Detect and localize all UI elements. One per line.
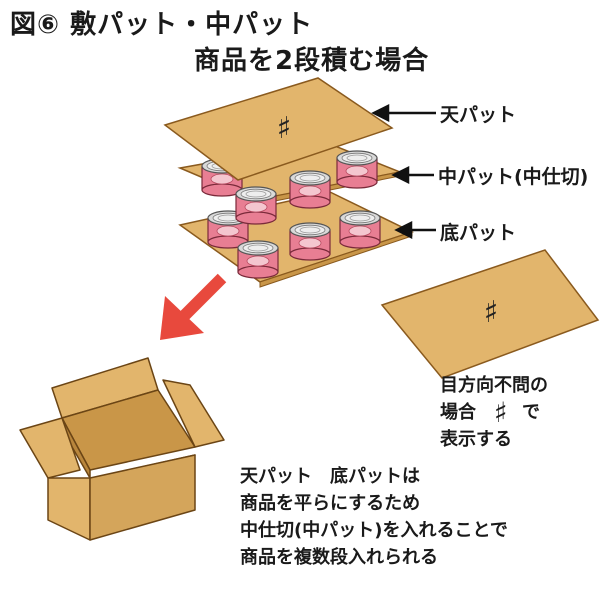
loose-pad [380,249,600,379]
middle-pad-label: 中パット(中仕切) [438,166,589,188]
can [237,240,279,279]
can [336,150,378,189]
explanation-line: 商品を複数段入れられる [240,547,438,568]
sharp-symbol: ♯ [494,396,508,429]
can [289,170,331,209]
top-pad [163,77,394,181]
figure-title: 図⑥ 敷パット・中パット [10,10,314,40]
can [289,222,331,261]
top-pad-mark: ♯ [277,111,292,146]
explanation-line: 商品を平らにするため [240,493,421,514]
label-arrows [371,103,436,240]
direction-note-line1: 目方向不問の [440,375,548,396]
can [235,186,277,225]
bottom-pad-label: 底パット [440,222,517,244]
direction-note-line2-pre: 場合 [440,402,476,423]
top-pad-label: 天パット [440,104,517,126]
direction-note-line3: 表示する [440,429,512,450]
open-box [19,357,225,541]
explanation-line: 中仕切(中パット)を入れることで [240,520,508,541]
figure-subtitle: 商品を2段積む場合 [194,46,430,76]
can [339,210,381,249]
direction-note-line2-post: で [522,402,540,423]
explanation-line: 天パット 底パットは [240,466,420,487]
loose-pad-mark: ♯ [484,295,499,330]
insert-arrow [160,273,227,340]
